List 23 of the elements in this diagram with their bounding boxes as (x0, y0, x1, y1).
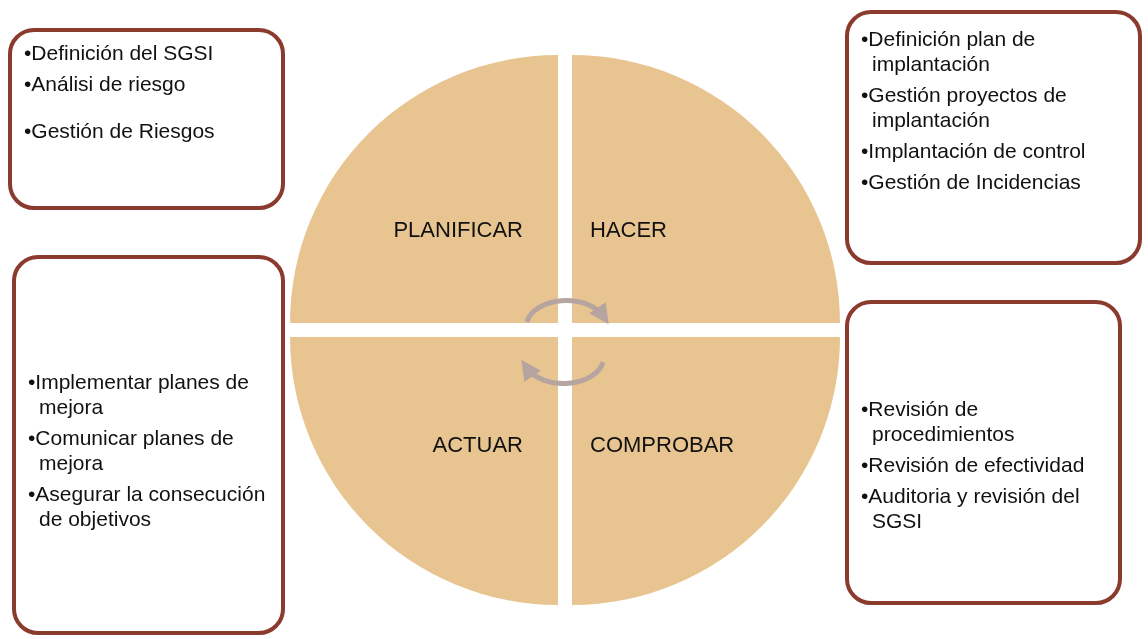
text-card (8, 28, 285, 210)
list-item: •Comunicar planes de mejora (28, 425, 235, 475)
list-item: •Revisión de procedimientos (861, 396, 1016, 446)
quadrant-label: ACTUAR (432, 432, 524, 458)
curved-arrow (524, 298, 610, 324)
list-item: •Revisión de efectividad (861, 452, 1086, 477)
list-item: •Gestión de Incidencias (861, 169, 1082, 194)
list-item: •Análisi de riesgo (24, 71, 187, 96)
list-item: •Implantación de control (861, 138, 1087, 163)
list-item: •Asegurar la consecución de objetivos (28, 481, 267, 531)
list-item: •Definición del SGSI (24, 40, 215, 65)
text-card (845, 300, 1122, 605)
list-item: •Gestión de Riesgos (24, 118, 216, 143)
quadrant-label: HACER (589, 217, 667, 243)
quadrant-label: COMPROBAR (589, 432, 735, 458)
text-card (12, 255, 285, 635)
list-item: •Definición plan de implantación (861, 26, 1037, 76)
list-item: •Gestión proyectos de implantación (861, 82, 1068, 132)
curved-arrow (520, 360, 606, 386)
text-card (845, 10, 1142, 265)
list-item: •Implementar planes de mejora (28, 369, 250, 419)
quadrant-label: PLANIFICAR (393, 217, 524, 243)
list-item: •Auditoria y revisión del SGSI (861, 483, 1081, 533)
